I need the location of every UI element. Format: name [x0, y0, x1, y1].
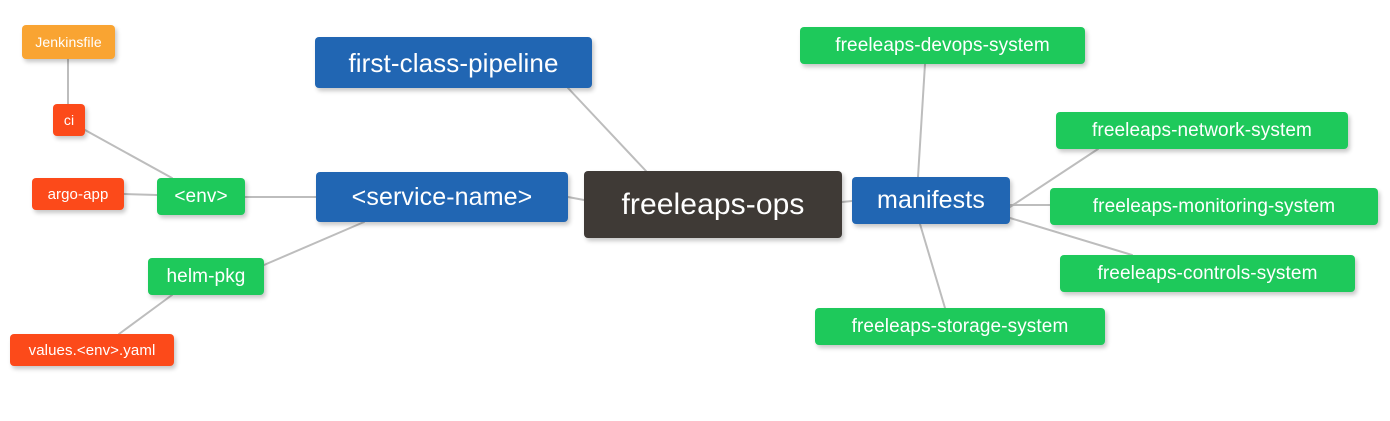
edge-env-to-ci	[84, 129, 173, 179]
edge-manifests-to-freeleaps-devops-system	[917, 63, 926, 178]
node-first-class-pipeline[interactable]: first-class-pipeline	[315, 37, 592, 88]
node-values-env-yaml[interactable]: values.<env>.yaml	[10, 334, 174, 366]
node-argo-app[interactable]: argo-app	[32, 178, 124, 210]
edge-manifests-to-freeleaps-storage-system	[919, 223, 946, 309]
node-freeleaps-ops[interactable]: freeleaps-ops	[584, 171, 842, 238]
node-ci[interactable]: ci	[53, 104, 85, 136]
edge-helm-pkg-to-values-env-yaml	[118, 294, 173, 335]
node-freeleaps-storage-system[interactable]: freeleaps-storage-system	[815, 308, 1105, 345]
node-env[interactable]: <env>	[157, 178, 245, 215]
edge-freeleaps-ops-to-manifests	[841, 200, 853, 203]
node-freeleaps-controls-system[interactable]: freeleaps-controls-system	[1060, 255, 1355, 292]
node-freeleaps-network-system[interactable]: freeleaps-network-system	[1056, 112, 1348, 149]
node-freeleaps-devops-system[interactable]: freeleaps-devops-system	[800, 27, 1085, 64]
edge-env-to-argo-app	[123, 193, 158, 196]
edge-service-name-to-helm-pkg	[263, 221, 365, 266]
node-service-name[interactable]: <service-name>	[316, 172, 568, 222]
node-manifests[interactable]: manifests	[852, 177, 1010, 224]
edge-freeleaps-ops-to-service-name	[567, 196, 585, 201]
node-helm-pkg[interactable]: helm-pkg	[148, 258, 264, 295]
node-freeleaps-monitoring-system[interactable]: freeleaps-monitoring-system	[1050, 188, 1378, 225]
edge-freeleaps-ops-to-first-class-pipeline	[567, 87, 647, 172]
node-jenkinsfile[interactable]: Jenkinsfile	[22, 25, 115, 59]
